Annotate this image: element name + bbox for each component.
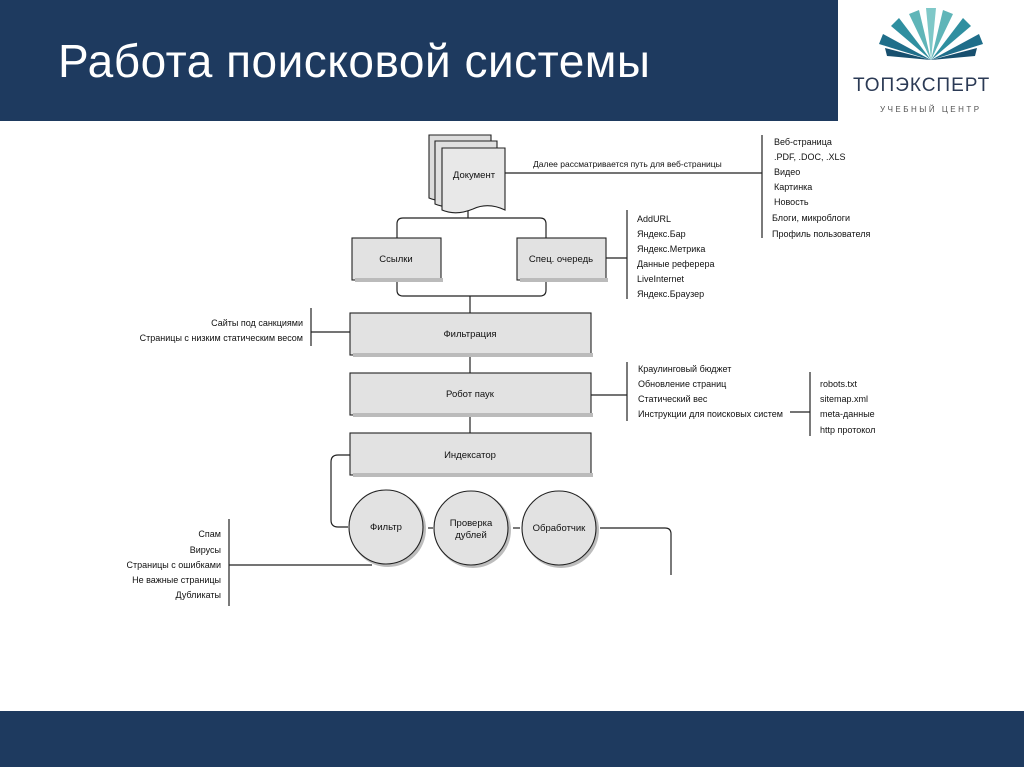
queue-source-item: Яндекс.Метрика	[637, 244, 705, 254]
document-type-item: Веб-страница	[774, 137, 832, 147]
queue-sources-list: AddURL Яндекс.Бар Яндекс.Метрика Данные …	[637, 214, 714, 299]
instruction-item: http протокол	[820, 425, 875, 435]
handler-label: Обработчик	[533, 523, 587, 534]
queue-source-item: Данные реферера	[637, 259, 714, 269]
robot-factors-list: Краулинговый бюджет Обновление страниц С…	[638, 364, 783, 419]
logo-name: ТОПЭКСПЕРТ	[853, 75, 991, 96]
filter-outputs-list: Спам Вирусы Страницы с ошибками Не важны…	[126, 529, 221, 600]
queue-source-item: LiveInternet	[637, 274, 685, 284]
robot-factor-item: Краулинговый бюджет	[638, 364, 731, 374]
logo-subtitle: УЧЕБНЫЙ ЦЕНТР	[880, 105, 982, 114]
filter-output-item: Дубликаты	[176, 590, 221, 600]
queue-source-item: Яндекс.Браузер	[637, 289, 704, 299]
indexer-node: Индексатор	[349, 432, 593, 477]
filtration-input-item: Сайты под санкциями	[211, 318, 303, 328]
robot-label: Робот паук	[446, 389, 495, 400]
robot-factor-item: Статический вес	[638, 394, 708, 404]
filtration-label: Фильтрация	[443, 329, 496, 340]
instruction-item: meta-данные	[820, 409, 875, 419]
instructions-list: robots.txt sitemap.xml meta-данные http …	[820, 379, 875, 435]
duplicate-check-label-line1: Проверка	[450, 518, 493, 529]
logo-area	[838, 0, 1024, 121]
document-node: Документ	[428, 134, 506, 214]
links-node: Ссылки	[351, 237, 443, 282]
lotus-logo-icon	[879, 8, 983, 60]
filter-output-item: Не важные страницы	[132, 575, 221, 585]
document-types-list: Веб-страница .PDF, .DOC, .XLS Видео Карт…	[772, 137, 870, 239]
document-label: Документ	[453, 170, 496, 181]
filtration-inputs-list: Сайты под санкциями Страницы с низким ст…	[140, 318, 303, 343]
special-queue-label: Спец. очередь	[529, 254, 593, 265]
duplicate-check-label-line2: дублей	[455, 530, 487, 541]
filtration-input-item: Страницы с низким статическим весом	[140, 333, 303, 343]
document-type-item: .PDF, .DOC, .XLS	[774, 152, 846, 162]
footer-bar	[0, 711, 1024, 767]
instruction-item: robots.txt	[820, 379, 858, 389]
document-type-item: Новость	[774, 197, 809, 207]
filtration-node: Фильтрация	[349, 312, 593, 357]
filter-node: Фильтр	[348, 489, 426, 567]
duplicate-check-node: Проверка дублей	[433, 490, 511, 568]
special-queue-node: Спец. очередь	[516, 237, 608, 282]
filter-output-item: Вирусы	[190, 545, 221, 555]
handler-node: Обработчик	[521, 490, 599, 568]
filter-output-item: Страницы с ошибками	[126, 560, 221, 570]
document-note: Далее рассматривается путь для веб-стран…	[533, 159, 722, 169]
robot-factor-item: Инструкции для поисковых систем	[638, 409, 783, 419]
filter-label: Фильтр	[370, 522, 402, 533]
filter-output-item: Спам	[198, 529, 221, 539]
queue-source-item: AddURL	[637, 214, 671, 224]
robot-factor-item: Обновление страниц	[638, 379, 726, 389]
document-type-item: Видео	[774, 167, 800, 177]
queue-source-item: Яндекс.Бар	[637, 229, 686, 239]
slide-title: Работа поисковой системы	[58, 35, 651, 87]
links-label: Ссылки	[379, 254, 412, 265]
document-type-item: Картинка	[774, 182, 812, 192]
indexer-label: Индексатор	[444, 450, 496, 461]
connector-lines	[228, 135, 811, 606]
robot-node: Робот паук	[349, 372, 593, 417]
document-type-item: Профиль пользователя	[772, 229, 870, 239]
document-type-item: Блоги, микроблоги	[772, 213, 850, 223]
instruction-item: sitemap.xml	[820, 394, 868, 404]
header-bar	[0, 0, 838, 121]
